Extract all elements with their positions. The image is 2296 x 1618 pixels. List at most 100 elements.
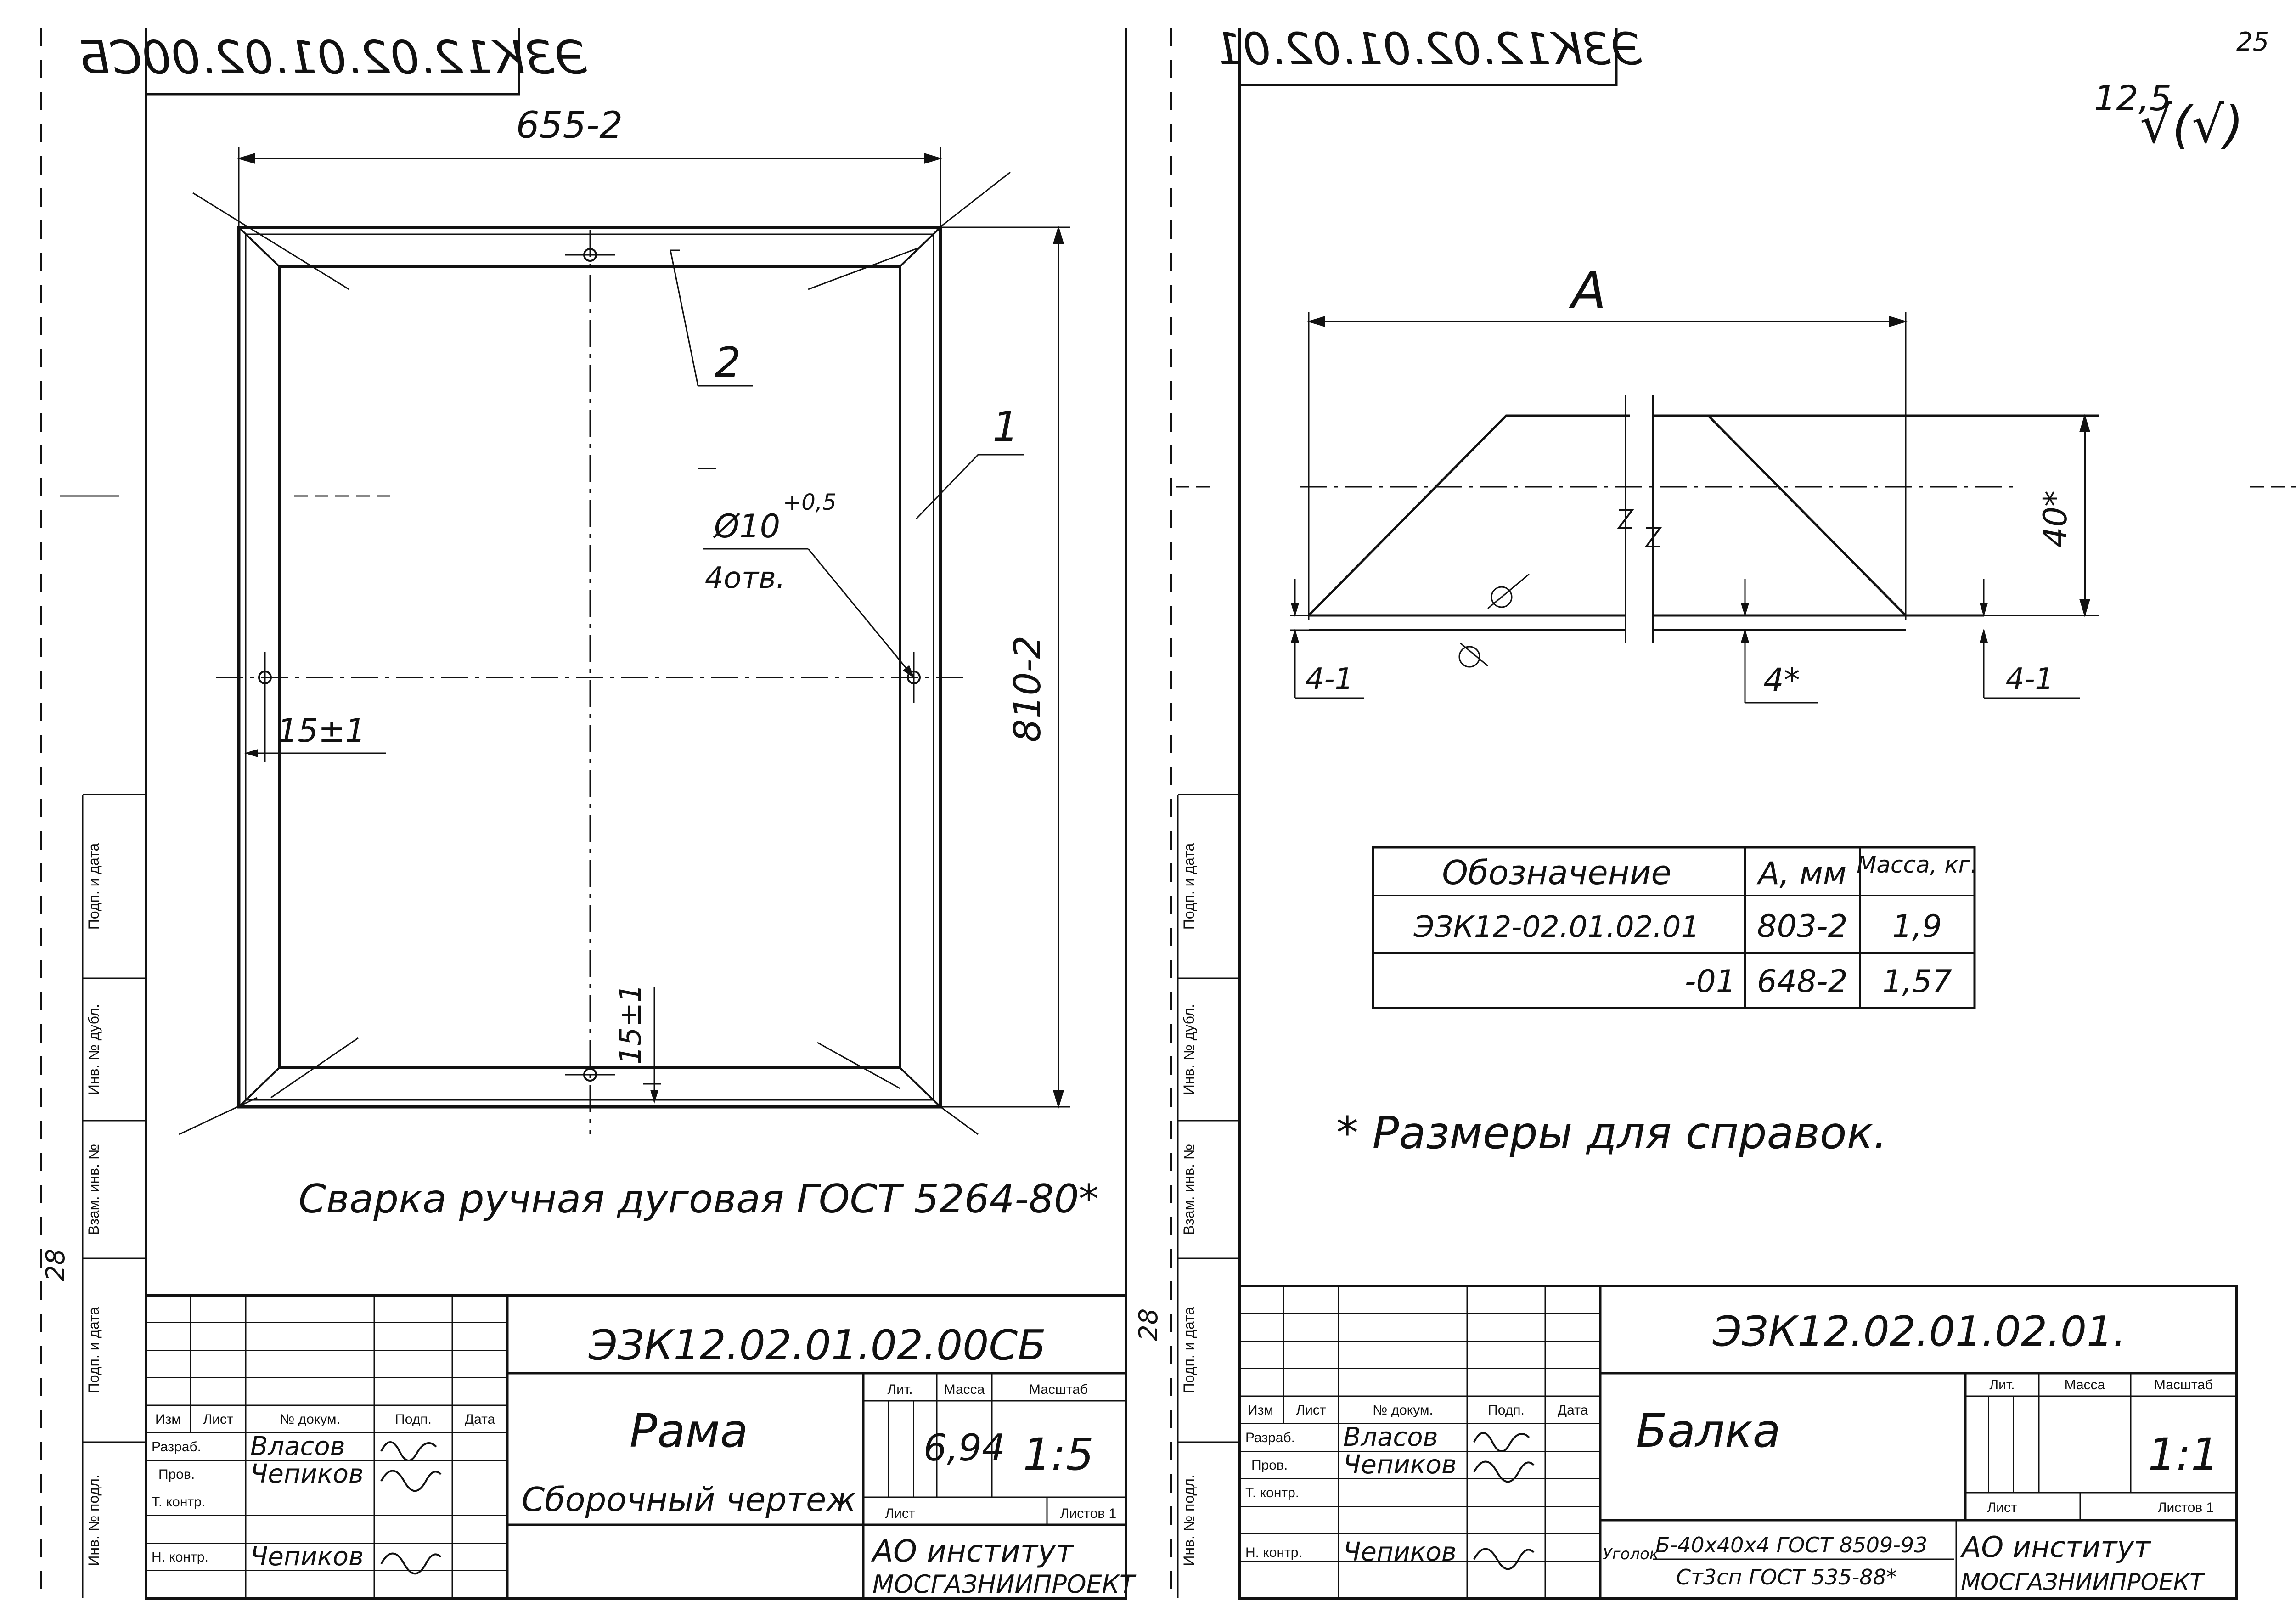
beam-profile: А	[1176, 261, 2296, 704]
roughness-value: 12,5	[2094, 78, 2172, 118]
r-row-tkontr: Т. контр.	[1245, 1485, 1299, 1500]
table-row1-mass: 1,9	[1892, 908, 1942, 945]
dim-A-label: А	[1569, 261, 1606, 320]
right-mirrored-stamp-text: ЭЗК12.02.01.02.01	[1215, 23, 1642, 75]
r-razrab-name: Власов	[1343, 1422, 1438, 1452]
dim-width-label: 655-2	[516, 104, 623, 147]
weld-symbol	[1458, 573, 1530, 668]
weld-note: Сварка ручная дуговая ГОСТ 5264-80*	[298, 1176, 1099, 1222]
scale-value: 1:5	[1023, 1429, 1094, 1480]
sheet-label: Лист	[885, 1506, 915, 1521]
col-sign: Подп.	[395, 1412, 432, 1427]
r-row-prov: Пров.	[1251, 1458, 1288, 1473]
designation: ЭЗК12.02.01.02.00СБ	[588, 1321, 1046, 1370]
r-org-line1: АО институт	[1960, 1530, 2151, 1564]
left-title-block: Изм Лист № докум. Подп. Дата Разраб. Про…	[145, 1294, 1137, 1600]
table-header-designation: Обозначение	[1442, 853, 1671, 892]
dimension-width: 655-2	[237, 104, 942, 239]
r-row-razrab: Разраб.	[1245, 1430, 1295, 1445]
r-col-izm: Изм	[1248, 1403, 1273, 1418]
r-row-nkontr: Н. контр.	[1245, 1545, 1302, 1560]
position-1-label: 1	[992, 403, 1019, 451]
dim-height-label: 810-2	[1006, 636, 1049, 742]
row-prov: Пров.	[158, 1467, 195, 1482]
r-sheets-label: Листов 1	[2158, 1500, 2214, 1515]
dimension-edge-vertical: 15±1	[614, 984, 661, 1104]
roughness-mark: 12,5 √(√)	[2094, 78, 2244, 154]
position-2-callout: 2	[670, 249, 753, 387]
r-nkontr-name: Чепиков	[1343, 1537, 1457, 1567]
r-col-date: Дата	[1558, 1403, 1588, 1418]
material-line1: Б-40х40х4 ГОСТ 8509-93	[1655, 1533, 1927, 1557]
signature-nkontr	[380, 1552, 442, 1575]
r-signature-nkontr	[1473, 1548, 1535, 1570]
table-row2-designation: -01	[1685, 964, 1736, 1000]
right-handwritten-sheet-number: 28	[1134, 1308, 1164, 1341]
reference-note: * Размеры для справок.	[1336, 1107, 1887, 1159]
side-label-sign-date-top: Подп. и дата	[85, 843, 102, 930]
side-label-replace: Взам. инв. №	[85, 1144, 102, 1235]
variant-table: Обозначение А, мм Масса, кг. ЭЗК12-02.01…	[1372, 846, 1978, 1009]
hdr-scale: Масштаб	[1029, 1382, 1088, 1397]
hdr-mass: Масса	[944, 1382, 985, 1397]
hole-tolerance-label: +0,5	[783, 490, 837, 515]
hole-count-label: 4отв.	[705, 561, 785, 595]
handwritten-sheet-number: 28	[41, 1249, 71, 1281]
position-2-label: 2	[715, 338, 741, 387]
dim-4-left-label: 4-1	[1306, 662, 1354, 696]
right-side-label-sign-date-top: Подп. и дата	[1181, 843, 1197, 930]
mass-value: 6,94	[923, 1426, 1005, 1469]
hdr-lit: Лит.	[887, 1382, 912, 1397]
doc-name: Рама	[630, 1404, 748, 1458]
table-row1-a: 803-2	[1757, 908, 1848, 945]
sheets-label: Листов 1	[1060, 1506, 1117, 1521]
r-hdr-scale: Масштаб	[2154, 1377, 2213, 1392]
right-sheet: ЭЗК12.02.01.02.01 25 12,5 √(√) А	[1134, 23, 2296, 1600]
side-label-sign-date-bottom: Подп. и дата	[85, 1307, 102, 1394]
dim-edge-h-label: 15±1	[277, 712, 366, 750]
dim-40-label: 40*	[2037, 490, 2074, 547]
dim-4-right-label: 4-1	[2006, 662, 2054, 696]
right-title-block: Изм Лист № докум. Подп. Дата Разраб. Про…	[1238, 1285, 2238, 1600]
table-header-mass: Масса, кг.	[1857, 851, 1978, 878]
col-doc: № докум.	[280, 1412, 340, 1427]
r-hdr-mass: Масса	[2065, 1377, 2105, 1392]
hole-spec-callout: Ø10 +0,5 4отв.	[703, 490, 915, 679]
side-label-inv-orig: Инв. № подл.	[85, 1474, 102, 1566]
table-header-a: А, мм	[1756, 856, 1846, 892]
r-hdr-lit: Лит.	[1989, 1377, 2015, 1392]
r-designation: ЭЗК12.02.01.02.01.	[1712, 1308, 2126, 1356]
org-line1: АО институт	[871, 1533, 1075, 1569]
org-line2: МОСГАЗНИИПРОЕКТ	[872, 1570, 1137, 1599]
dim-edge-v-label: 15±1	[614, 984, 648, 1065]
dimension-edge-horizontal: 15±1	[244, 661, 386, 762]
razrab-name: Власов	[250, 1432, 345, 1461]
right-side-label-dupl: Инв. № дубл.	[1181, 1004, 1197, 1095]
mirrored-stamp: ЭЗК12.02.01.02.00СБ	[79, 28, 587, 96]
right-side-label-sign-date-bottom: Подп. и дата	[1181, 1307, 1197, 1394]
weld-leader	[192, 192, 349, 290]
r-col-list: Лист	[1296, 1403, 1326, 1418]
r-signature-razrab	[1473, 1432, 1530, 1452]
right-side-label-replace: Взам. инв. №	[1181, 1144, 1197, 1235]
row-tkontr: Т. контр.	[152, 1494, 205, 1510]
table-row2-mass: 1,57	[1882, 964, 1952, 1000]
position-1-callout: 1	[915, 403, 1024, 520]
table-row2-a: 648-2	[1757, 964, 1848, 1000]
left-sheet: ЭЗК12.02.01.02.00СБ 655-2	[40, 28, 1137, 1600]
r-sheet-label: Лист	[1987, 1500, 2017, 1515]
break-symbol	[1617, 509, 1634, 529]
prov-name: Чепиков	[250, 1459, 364, 1489]
r-signature-prov	[1473, 1460, 1535, 1483]
nkontr-name: Чепиков	[250, 1542, 364, 1572]
signature-razrab	[380, 1441, 437, 1461]
material-prefix: Уголок	[1603, 1545, 1659, 1563]
mirrored-stamp-text: ЭЗК12.02.01.02.00СБ	[79, 31, 587, 85]
page-corner-number: 25	[2236, 27, 2269, 57]
signature-prov	[380, 1470, 442, 1492]
left-side-strip: Подп. и дата Инв. № дубл. Взам. инв. № П…	[41, 794, 146, 1598]
row-razrab: Разраб.	[152, 1439, 201, 1455]
r-prov-name: Чепиков	[1343, 1450, 1457, 1480]
col-izm: Изм	[155, 1412, 181, 1427]
